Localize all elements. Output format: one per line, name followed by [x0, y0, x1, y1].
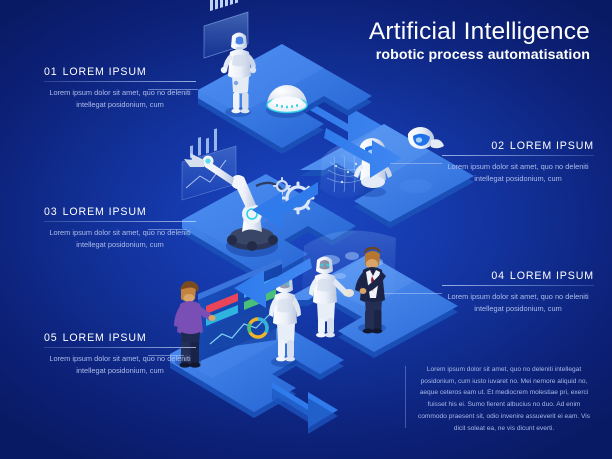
robot-presenter: [220, 32, 257, 117]
connector-line-05: [148, 355, 184, 356]
callout-01[interactable]: 01 LOREM IPSUM Lorem ipsum dolor sit amet…: [44, 66, 196, 111]
handshake-point: [344, 289, 354, 297]
callout-02-body: Lorem ipsum dolor sit amet, quo no delen…: [447, 162, 589, 183]
assistant-robot: [269, 274, 301, 367]
callout-04-label: LOREM IPSUM: [509, 270, 594, 282]
connector-line-04: [384, 293, 442, 294]
android-robot: [309, 256, 349, 338]
platform-2-glow-spot: [400, 179, 432, 193]
callout-01-number: 01: [44, 66, 58, 78]
callout-02-rule: [442, 155, 594, 156]
connector-line-01: [148, 89, 198, 90]
arrow-end-shadow: [272, 388, 338, 434]
industrial-robot-arm: [184, 153, 283, 257]
platform-3-top: [182, 174, 356, 278]
arrow-a: [252, 182, 318, 228]
step-3-content: [181, 128, 315, 257]
step-connector-arrows: [252, 182, 318, 228]
page-title: Artificial Intelligence: [368, 18, 590, 45]
callout-05-rule: [44, 347, 196, 348]
callout-04-number: 04: [491, 270, 505, 282]
isometric-process-scene: [86, 0, 506, 440]
callout-05-label: LOREM IPSUM: [62, 332, 147, 344]
scene-svg: [170, 0, 474, 434]
callout-03-rule: [44, 221, 196, 222]
terminating-arrow: [272, 382, 338, 434]
callout-04[interactable]: 04 LOREM IPSUM Lorem ipsum dolor sit amet…: [442, 270, 594, 315]
bottom-paragraph-text: Lorem ipsum dolor sit amet, quo no delen…: [417, 366, 591, 432]
callout-03-label: LOREM IPSUM: [62, 206, 147, 218]
callout-03-heading: 03 LOREM IPSUM: [44, 206, 196, 221]
callout-01-heading: 01 LOREM IPSUM: [44, 66, 196, 81]
dome-assistant-device: [266, 85, 308, 118]
callout-02-number: 02: [491, 140, 505, 152]
step-1-content: [203, 0, 308, 118]
title-block: Artificial Intelligence robotic process …: [260, 18, 590, 63]
callout-03-number: 03: [44, 206, 58, 218]
callout-01-rule: [44, 81, 196, 82]
connector-line-03: [148, 229, 186, 230]
service-robot-b: [407, 127, 444, 149]
callout-05[interactable]: 05 LOREM IPSUM Lorem ipsum dolor sit amet…: [44, 332, 196, 377]
callout-05-body: Lorem ipsum dolor sit amet, quo no delen…: [49, 354, 191, 375]
callout-05-heading: 05 LOREM IPSUM: [44, 332, 196, 347]
bottom-paragraph-block: Lorem ipsum dolor sit amet, quo no delen…: [405, 364, 594, 434]
platform-1-highlight: [198, 44, 324, 114]
page-subtitle: robotic process automatisation: [375, 47, 590, 64]
callout-04-heading: 04 LOREM IPSUM: [442, 270, 594, 285]
callout-02-label: LOREM IPSUM: [509, 140, 594, 152]
callout-01-body: Lorem ipsum dolor sit amet, quo no delen…: [49, 88, 191, 109]
arrow-step-1-2: [324, 128, 402, 178]
connector-line-02: [390, 163, 442, 164]
callout-02-heading: 02 LOREM IPSUM: [442, 140, 594, 155]
callout-02[interactable]: 02 LOREM IPSUM Lorem ipsum dolor sit amet…: [442, 140, 594, 185]
callout-01-label: LOREM IPSUM: [62, 66, 147, 78]
arrow-step-2-3: [234, 258, 312, 308]
callout-03-body: Lorem ipsum dolor sit amet, quo no delen…: [49, 228, 191, 249]
bottom-paragraph-accent-line: [405, 366, 406, 428]
callout-05-number: 05: [44, 332, 58, 344]
flow-arrow-connectors: [234, 128, 402, 308]
step-2-content: [320, 127, 444, 199]
businessman: [355, 246, 386, 334]
callout-04-rule: [442, 285, 594, 286]
callout-03[interactable]: 03 LOREM IPSUM Lorem ipsum dolor sit amet…: [44, 206, 196, 251]
callout-04-body: Lorem ipsum dolor sit amet, quo no delen…: [447, 292, 589, 313]
donut-chart: [247, 317, 269, 339]
operator-person: [174, 281, 216, 368]
step-4-content: [302, 230, 396, 338]
